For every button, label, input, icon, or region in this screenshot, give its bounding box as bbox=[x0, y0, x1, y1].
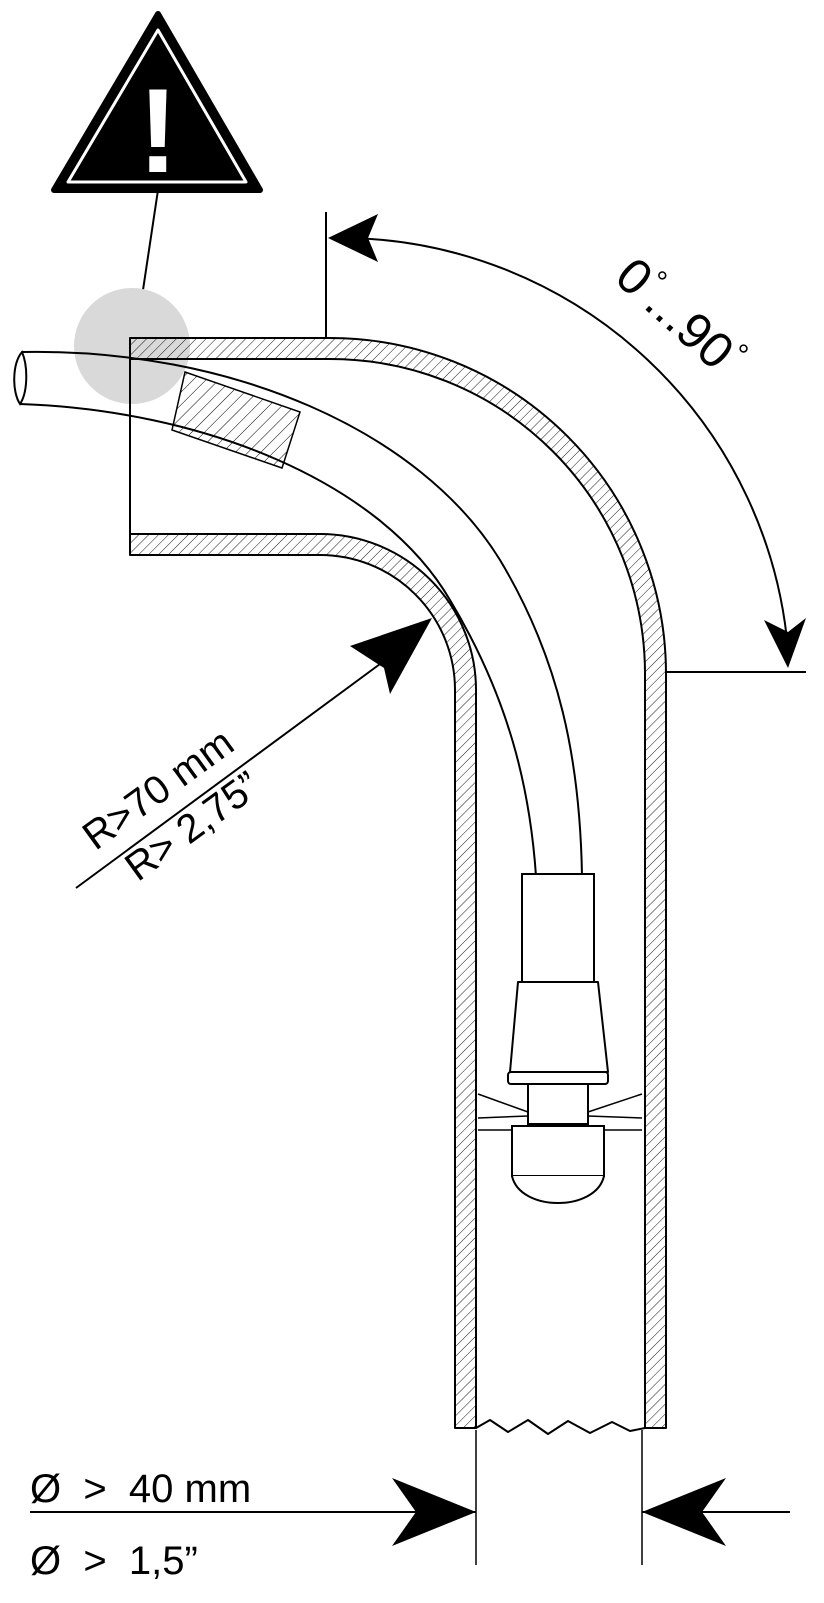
warning-triangle-icon: ! bbox=[51, 11, 263, 198]
diameter-arrowhead-left bbox=[392, 1478, 476, 1546]
radius-dimension bbox=[75, 618, 432, 889]
diameter-imperial-label: Ø > 1,5” bbox=[30, 1539, 198, 1583]
diameter-metric-label: Ø > 40 mm bbox=[30, 1467, 251, 1511]
angle-label: 0°...90° bbox=[605, 246, 754, 388]
angle-dimension bbox=[325, 212, 806, 673]
diameter-arrowhead-right bbox=[642, 1478, 726, 1546]
angle-arrowhead-end bbox=[764, 618, 806, 668]
svg-text:0°...90°: 0°...90° bbox=[605, 246, 754, 388]
angle-arrowhead-start bbox=[328, 214, 378, 262]
warning-leader-line bbox=[142, 189, 159, 291]
radius-arrowhead bbox=[350, 618, 432, 694]
camera-head-icon bbox=[477, 873, 643, 1204]
diameter-dimension: Ø > 40 mm Ø > 1,5” bbox=[30, 1430, 790, 1583]
radius-label: R>70 mm R> 2,75” bbox=[75, 720, 268, 889]
pipe-inner-wall bbox=[129, 533, 477, 1429]
pipe-break-line bbox=[455, 1419, 666, 1435]
warning-glyph: ! bbox=[138, 64, 178, 198]
inspection-cable bbox=[13, 350, 583, 877]
